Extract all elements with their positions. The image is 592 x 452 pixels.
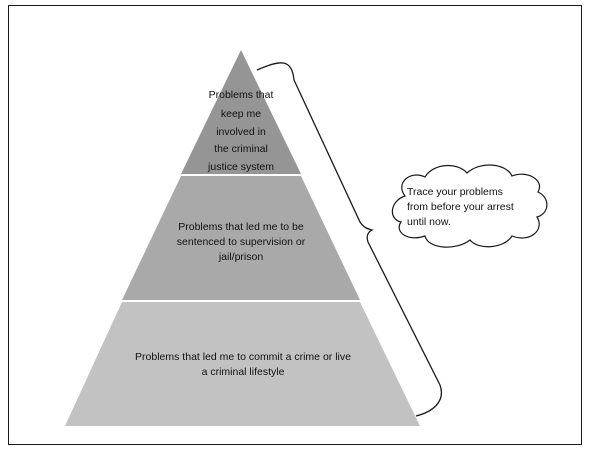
cloud-shape bbox=[391, 164, 548, 248]
tier-top-line-3: involved in bbox=[216, 126, 266, 138]
diagram-frame bbox=[8, 5, 582, 445]
tier-top-line-4: the criminal bbox=[214, 143, 268, 155]
tier-top-line-5: justice system bbox=[207, 161, 274, 173]
pyramid-tier-middle bbox=[122, 176, 360, 300]
callout-line-2: from before your arrest bbox=[407, 201, 514, 213]
tier-top-label: Problems that keep me involved in the cr… bbox=[207, 89, 274, 173]
tier-bottom-label: Problems that led me to commit a crime o… bbox=[135, 351, 351, 378]
tier-middle-line-3: jail/prison bbox=[218, 251, 264, 263]
tier-middle-line-1: Problems that led me to be bbox=[178, 221, 304, 233]
tier-bottom-line-1: Problems that led me to commit a crime o… bbox=[135, 351, 351, 363]
callout-line-1: Trace your problems bbox=[407, 186, 503, 198]
tier-middle-label: Problems that led me to be sentenced to … bbox=[177, 221, 306, 263]
pyramid-tier-bottom bbox=[65, 302, 420, 426]
tier-top-line-2: keep me bbox=[221, 108, 261, 120]
tier-middle-line-2: sentenced to supervision or bbox=[177, 236, 306, 248]
pyramid-tier-top bbox=[181, 50, 301, 174]
cloud-callout: Trace your problems from before your arr… bbox=[391, 164, 548, 248]
curly-brace bbox=[256, 62, 442, 417]
tier-top-line-1: Problems that bbox=[209, 89, 274, 101]
callout-line-3: until now. bbox=[407, 216, 451, 228]
tier-bottom-line-2: a criminal lifestyle bbox=[202, 366, 285, 378]
